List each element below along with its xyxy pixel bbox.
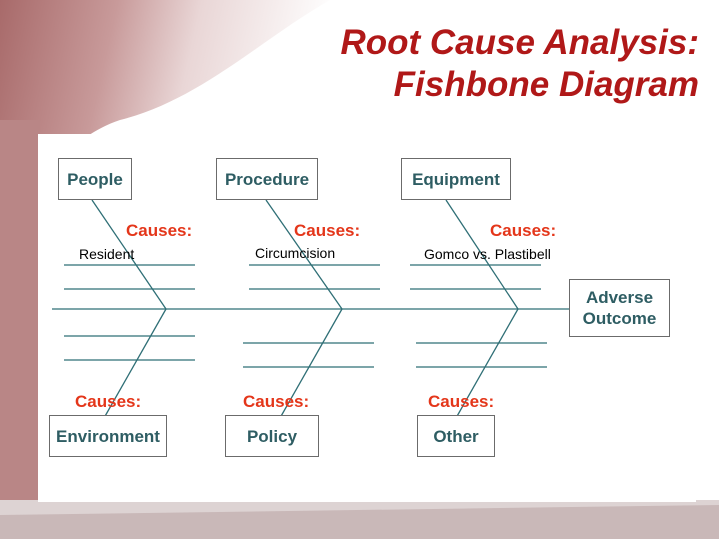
category-box-policy: Policy	[225, 415, 319, 457]
category-box-other: Other	[417, 415, 495, 457]
causes-label-environment: Causes:	[75, 392, 142, 411]
causes-label-equipment: Causes:	[490, 221, 557, 240]
slide-title: Root Cause Analysis: Fishbone Diagram	[199, 22, 699, 106]
outcome-line-2: Outcome	[582, 309, 657, 328]
causes-label-procedure: Causes:	[294, 221, 361, 240]
causes-label-people: Causes:	[126, 221, 193, 240]
category-box-equipment: Equipment	[401, 158, 511, 200]
outcome-line-1: Adverse	[585, 288, 654, 307]
bone-environment	[103, 308, 167, 419]
outcome-box: Adverse Outcome	[569, 279, 670, 337]
bone-policy	[279, 308, 343, 419]
category-box-people: People	[58, 158, 132, 200]
causes-label-policy: Causes:	[243, 392, 310, 411]
causes-label-other: Causes:	[428, 392, 495, 411]
title-line-1: Root Cause Analysis:	[340, 23, 699, 62]
title-line-2: Fishbone Diagram	[393, 65, 699, 104]
bone-equipment	[445, 199, 519, 310]
category-box-procedure: Procedure	[216, 158, 318, 200]
category-box-environment: Environment	[49, 415, 167, 457]
cause-note-people: Resident	[79, 246, 135, 262]
cause-note-procedure: Circumcision	[255, 245, 336, 261]
bone-procedure	[265, 199, 343, 310]
cause-note-equipment: Gomco vs. Plastibell	[424, 246, 551, 262]
bone-other	[455, 308, 519, 419]
bone-people	[91, 199, 167, 310]
